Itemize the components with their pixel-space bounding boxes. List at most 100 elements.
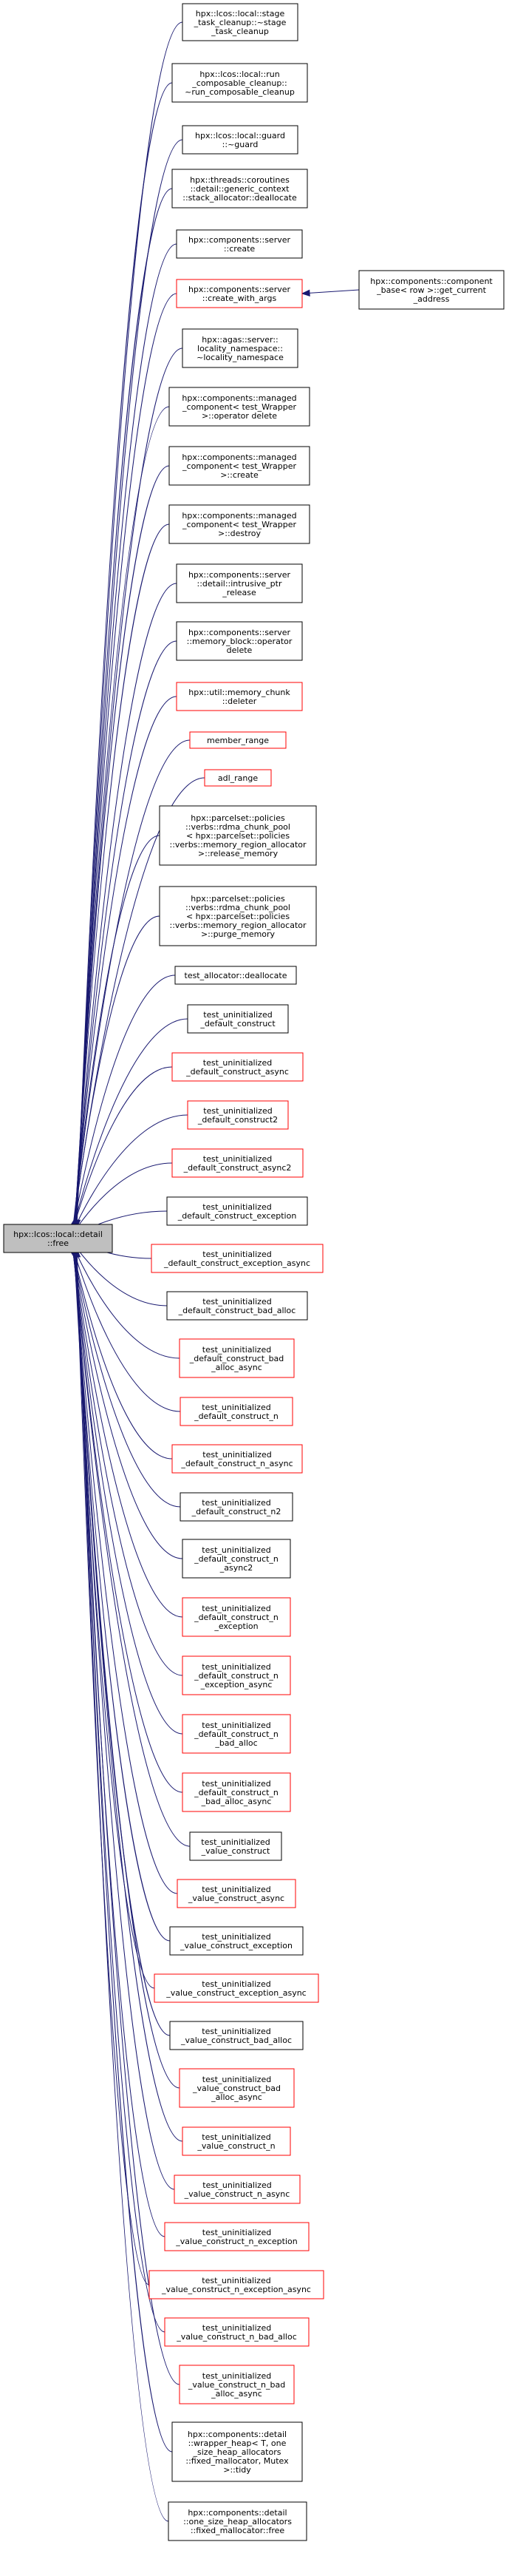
caller-node[interactable]: hpx::components::server::memory_block::o…	[176, 621, 303, 661]
call-edge	[75, 1248, 165, 2333]
caller-node-label-line: < hpx::parcelset::policies	[186, 831, 290, 841]
caller-node-label-line: test_uninitialized	[201, 1837, 270, 1847]
caller-node[interactable]: test_uninitialized_default_construct	[187, 1004, 289, 1034]
caller-node[interactable]: hpx::threads::coroutines::detail::generi…	[171, 169, 308, 209]
caller-node[interactable]: test_uninitialized_default_construct_asy…	[171, 1148, 304, 1178]
caller-node[interactable]: test_uninitialized_value_construct_async	[177, 1879, 296, 1908]
caller-node[interactable]: test_uninitialized_default_construct_n_b…	[182, 1714, 291, 1754]
caller-node[interactable]: hpx::components::managed_component< test…	[168, 446, 310, 486]
caller-node-label-line: _bad_alloc	[214, 1738, 257, 1748]
caller-node[interactable]: test_uninitialized_value_construct_excep…	[169, 1926, 304, 1956]
caller-node-label-line: ~run_composable_cleanup	[185, 87, 295, 97]
caller-node-label-line: _alloc_async	[211, 2389, 262, 2399]
caller-node-label-line: _exception_async	[200, 1680, 273, 1689]
caller-node-box	[168, 2501, 307, 2541]
caller-node[interactable]: test_uninitialized_default_construct_n_e…	[182, 1597, 291, 1637]
caller-node-label-line: ::deleter	[222, 696, 257, 706]
caller-node-label-line: test_uninitialized	[202, 1979, 270, 1989]
caller-node[interactable]: hpx::components::server::create	[176, 229, 303, 259]
caller-node-box	[176, 563, 303, 603]
caller-node[interactable]: test_uninitialized_default_construct_n_a…	[182, 1539, 291, 1579]
caller-node-label-line: hpx::lcos::local::run	[199, 70, 279, 79]
caller-node-label-line: _value_construct_n_bad	[188, 2380, 285, 2390]
caller-node-label-line: test_uninitialized	[202, 2276, 270, 2285]
caller-node[interactable]: hpx::parcelset::policies::verbs::rdma_ch…	[159, 805, 317, 866]
caller-node[interactable]: hpx::parcelset::policies::verbs::rdma_ch…	[159, 886, 317, 946]
caller-node[interactable]: test_uninitialized_default_construct_n2	[180, 1492, 293, 1522]
caller-node[interactable]: hpx::util::memory_chunk::deleter	[176, 682, 303, 711]
caller-node-label-line: member_range	[207, 736, 269, 745]
caller-node[interactable]: test_uninitialized_default_construct2	[187, 1100, 289, 1130]
root-node-label-line: ::free	[47, 1238, 69, 1248]
call-edge	[72, 739, 191, 1234]
caller-node[interactable]: test_allocator::deallocate	[174, 966, 297, 985]
caller-node[interactable]: hpx::components::managed_component< test…	[168, 387, 310, 427]
caller-node[interactable]: test_uninitialized_default_construct_n_e…	[182, 1655, 291, 1695]
call-edge	[72, 835, 160, 1235]
caller-node[interactable]: hpx::lcos::local::run_composable_cleanup…	[171, 63, 308, 103]
caller-node[interactable]: hpx::components::detail::wrapper_heap< T…	[171, 2421, 303, 2482]
edge-arrowhead	[301, 289, 310, 297]
caller-node[interactable]: test_uninitialized_value_construct	[189, 1831, 282, 1861]
caller-node-label-line: test_uninitialized	[203, 1058, 272, 1068]
caller-node[interactable]: test_uninitialized_value_construct_excep…	[154, 1973, 319, 2003]
caller-node[interactable]: test_uninitialized_default_construct_n_b…	[182, 1772, 291, 1812]
caller-node-box	[180, 1397, 293, 1426]
caller-node-label-line: ::verbs::memory_region_allocator	[169, 840, 307, 850]
caller-node[interactable]: test_uninitialized_value_construct_n	[182, 2126, 291, 2156]
caller-node-label-line: test_uninitialized	[202, 1545, 270, 1555]
caller-node-label-line: test_uninitialized	[202, 2075, 271, 2084]
caller-node[interactable]: adl_range	[204, 769, 272, 787]
caller-node-label-line: hpx::lcos::local::stage	[196, 9, 285, 18]
caller-node-label-line: _value_construct	[201, 1846, 270, 1856]
caller-node-label-line: test_uninitialized	[202, 1345, 271, 1355]
caller-node[interactable]: hpx::lcos::local::guard::~guard	[182, 125, 298, 155]
caller-node[interactable]: test_uninitialized_value_construct_n_bad…	[164, 2317, 310, 2347]
caller-node[interactable]: hpx::components::server::detail::intrusi…	[176, 563, 303, 603]
caller-node-label-line: _default_construct_async2	[183, 1163, 292, 1173]
caller-node[interactable]: test_uninitialized_default_construct_bad…	[179, 1338, 295, 1378]
caller-node[interactable]: test_uninitialized_value_construct_bad_a…	[179, 2068, 295, 2108]
call-edge	[74, 465, 170, 1232]
caller-node-box	[168, 446, 310, 486]
caller-node[interactable]: test_uninitialized_value_construct_bad_a…	[169, 2021, 304, 2050]
caller-node[interactable]: hpx::lcos::local::stage_task_cleanup::~s…	[182, 3, 298, 41]
caller-node-box	[176, 229, 303, 259]
caller-node-box	[176, 621, 303, 661]
call-edge	[73, 1244, 155, 1989]
root-node[interactable]: hpx::lcos::local::detail::free	[3, 1224, 113, 1253]
call-edge	[301, 289, 360, 294]
caller-node[interactable]: test_uninitialized_default_construct_asy…	[171, 1052, 304, 1082]
caller-node[interactable]: hpx::components::detail::one_size_heap_a…	[168, 2501, 307, 2541]
caller-node-box	[164, 2222, 310, 2251]
caller-node-box	[171, 1148, 304, 1178]
caller-node[interactable]: hpx::components::server::create_with_arg…	[176, 279, 303, 308]
caller-node-label-line: hpx::components::server	[188, 285, 291, 294]
caller-node[interactable]: test_uninitialized_value_construct_n_exc…	[148, 2270, 324, 2299]
caller-node[interactable]: test_uninitialized_default_construct_bad…	[166, 1291, 308, 1321]
caller-node[interactable]: test_uninitialized_default_construct_exc…	[151, 1244, 324, 1273]
caller-node-label-line: ::memory_block::operator	[187, 637, 293, 646]
caller-node[interactable]: member_range	[189, 731, 287, 749]
call-edge	[75, 188, 173, 1229]
caller-node-label-line: ~locality_namespace	[197, 353, 284, 362]
caller-node-box	[182, 1539, 291, 1579]
caller-node-label-line: test_uninitialized	[203, 1106, 272, 1116]
extra-caller-node[interactable]: hpx::components::component_base< row >::…	[358, 270, 505, 310]
caller-node[interactable]: test_uninitialized_value_construct_n_bad…	[179, 2365, 295, 2404]
caller-node-label-line: test_uninitialized	[202, 1662, 270, 1672]
caller-node[interactable]: test_uninitialized_default_construct_n	[180, 1397, 293, 1426]
caller-node-label-line: test_uninitialized	[202, 1498, 270, 1508]
caller-node-label-line: ::verbs::memory_region_allocator	[169, 921, 307, 930]
root-node-label-line: hpx::lcos::local::detail	[13, 1230, 103, 1239]
caller-node[interactable]: test_uninitialized_value_construct_n_asy…	[174, 2175, 301, 2204]
caller-node[interactable]: test_uninitialized_value_construct_n_exc…	[164, 2222, 310, 2251]
caller-node[interactable]: test_uninitialized_default_construct_n_a…	[171, 1444, 303, 1474]
caller-node[interactable]: hpx::components::managed_component< test…	[168, 504, 310, 544]
caller-node-label-line: _value_construct_async	[188, 1894, 284, 1903]
caller-node-label-line: _value_construct_n_async	[184, 2189, 290, 2199]
caller-node[interactable]: hpx::agas::server::locality_namespace::~…	[182, 328, 298, 368]
caller-node[interactable]: test_uninitialized_default_construct_exc…	[166, 1196, 308, 1226]
caller-node-box	[182, 328, 298, 368]
